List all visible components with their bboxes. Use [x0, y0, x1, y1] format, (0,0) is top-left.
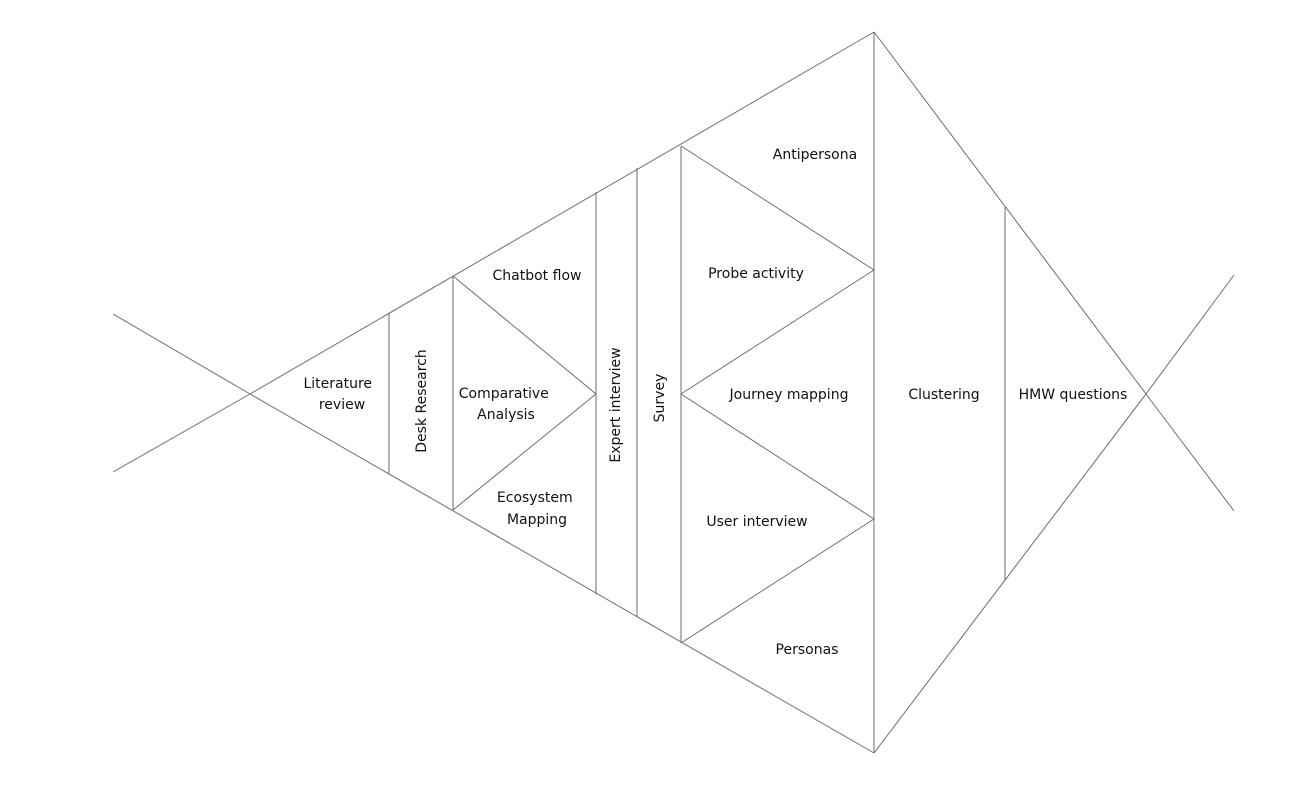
- diamond-left-top-edge: [249, 31, 875, 395]
- label-antipersona: Antipersona: [773, 147, 857, 163]
- head-line-upper: [1145, 274, 1235, 395]
- label-comparative-analysis-line-1: Comparative: [459, 386, 549, 402]
- zigzag-user-personas: [680, 518, 875, 644]
- label-literature-review-line-2: review: [319, 397, 365, 413]
- label-personas: Personas: [776, 642, 839, 658]
- label-chatbot-flow: Chatbot flow: [493, 268, 582, 284]
- label-hmw-questions: HMW questions: [1019, 387, 1128, 403]
- label-ecosystem-mapping-line-2: Mapping: [507, 512, 567, 528]
- label-clustering: Clustering: [908, 387, 979, 403]
- label-ecosystem-mapping-line-1: Ecosystem: [497, 490, 573, 506]
- label-journey-mapping: Journey mapping: [729, 387, 849, 403]
- zigzag-antipersona-probe: [680, 145, 875, 271]
- diamond-right-bottom-edge: [873, 393, 1147, 754]
- label-ecosystem-mapping: Ecosystem Mapping: [497, 490, 577, 528]
- diamond-left-bottom-edge: [249, 393, 875, 754]
- label-literature-review-line-1: Literature: [303, 376, 372, 392]
- zigzag-journey-user: [680, 393, 875, 520]
- label-comparative-analysis: Comparative Analysis: [459, 386, 554, 423]
- zigzag-probe-journey: [680, 269, 875, 395]
- label-survey: Survey: [652, 374, 668, 423]
- label-expert-interview: Expert interview: [608, 347, 624, 462]
- label-literature-review: Literature review: [303, 376, 376, 413]
- head-line-lower: [1145, 393, 1235, 512]
- diamond-right-top-edge: [873, 31, 1147, 395]
- diagram-lines: [112, 31, 1235, 754]
- label-desk-research: Desk Research: [414, 349, 430, 452]
- comparative-triangle-bottom: [452, 393, 597, 511]
- label-comparative-analysis-line-2: Analysis: [477, 407, 535, 423]
- comparative-triangle-top: [452, 275, 597, 395]
- tail-line-upper: [112, 313, 251, 395]
- tail-line-lower: [112, 393, 251, 473]
- label-probe-activity: Probe activity: [708, 266, 804, 282]
- diagram-labels: Literature review Desk Research Chatbot …: [303, 147, 1127, 658]
- label-user-interview: User interview: [706, 514, 807, 530]
